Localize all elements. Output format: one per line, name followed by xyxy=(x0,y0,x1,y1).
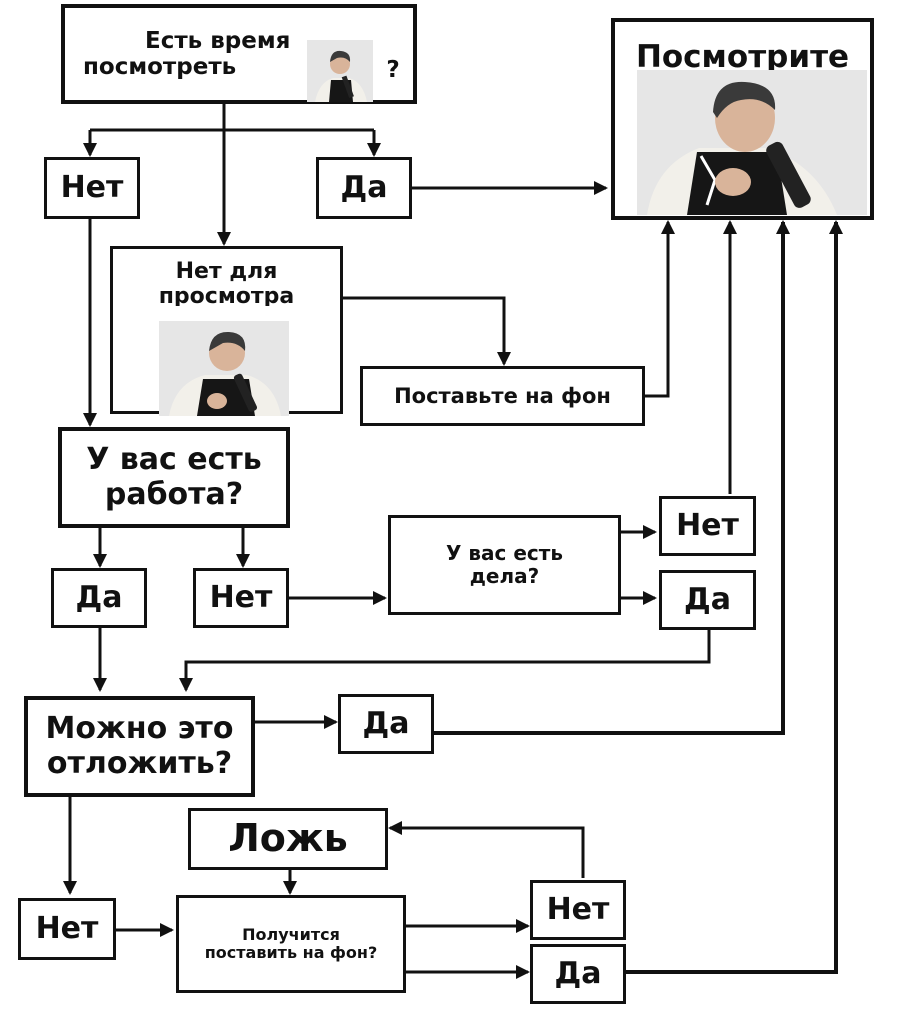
edge-canbgyes-to-watch xyxy=(626,220,843,974)
tasks-text-line2: дела? xyxy=(469,564,540,588)
canbg-yes-node: Да xyxy=(530,944,626,1004)
watch-title: Посмотрите xyxy=(635,39,850,75)
streamer-photo-medium xyxy=(159,321,289,416)
edge-canbgno-to-lie xyxy=(388,821,585,878)
yes-node-1: Да xyxy=(316,157,412,219)
job-no-node: Нет xyxy=(193,568,289,628)
tasks-question-node: У вас есть дела? xyxy=(388,515,621,615)
background-node: Поставьте на фон xyxy=(360,366,645,426)
no-node-1: Нет xyxy=(44,157,140,219)
job-text-line1: У вас есть xyxy=(86,442,262,477)
postpone-text-line1: Можно это xyxy=(45,711,234,746)
can-background-question-node: Получится поставить на фон? xyxy=(176,895,406,993)
streamer-photo-large xyxy=(637,70,867,215)
edge-nothing-to-background xyxy=(343,296,511,366)
canbg-text-line2: поставить на фон? xyxy=(204,943,378,962)
postpone-yes-node: Да xyxy=(338,694,434,754)
job-yes-node: Да xyxy=(51,568,147,628)
post-no-node: Нет xyxy=(18,898,116,960)
start-text-line2: посмотреть xyxy=(83,54,237,80)
edge-start-split xyxy=(90,104,374,132)
edge-tasksyes-to-postpone xyxy=(179,630,711,692)
lie-node: Ложь xyxy=(188,808,388,870)
nothing-text-line1: Нет для xyxy=(175,259,278,284)
canbg-no-node: Нет xyxy=(530,880,626,940)
start-text-line1: Есть время xyxy=(145,27,291,54)
postpone-text-line2: отложить? xyxy=(46,745,233,781)
postpone-question-node: Можно это отложить? xyxy=(24,696,255,797)
job-question-node: У вас есть работа? xyxy=(58,427,290,528)
edge-background-to-watch xyxy=(645,220,675,398)
start-question-mark: ? xyxy=(386,56,400,83)
nothing-text-line2: просмотра xyxy=(158,284,295,307)
edge-postponeyes-to-watch xyxy=(434,220,790,735)
canbg-text-line1: Получится xyxy=(242,924,340,944)
tasks-text-line1: У вас есть xyxy=(445,541,563,565)
job-text-line2: работа? xyxy=(104,476,244,512)
streamer-photo-small xyxy=(307,40,373,102)
tasks-no-node: Нет xyxy=(659,496,756,556)
tasks-yes-node: Да xyxy=(659,570,756,630)
